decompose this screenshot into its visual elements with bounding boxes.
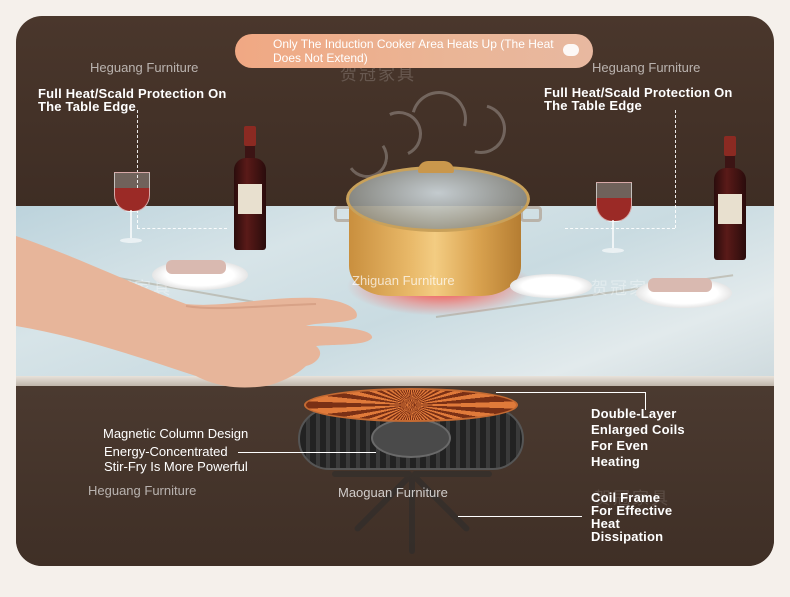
label-line: For Even: [591, 438, 649, 453]
watermark-bottom-center: Maoguan Furniture: [338, 485, 448, 500]
left-edge-label: Full Heat/Scald Protection On The Table …: [38, 87, 227, 113]
label-line: For Effective: [591, 503, 673, 518]
pot-knob: [418, 161, 454, 173]
frame-label: Coil Frame For Effective Heat Dissipatio…: [591, 491, 672, 543]
right-edge-label: Full Heat/Scald Protection On The Table …: [544, 86, 733, 112]
magnetic-column: [371, 418, 451, 458]
label-line: Stir-Fry Is More Powerful: [104, 459, 248, 474]
table-edge: [16, 376, 774, 386]
label-line: Heating: [591, 454, 641, 469]
label-line: Energy-Concentrated: [104, 444, 228, 459]
callout-line: [238, 452, 376, 453]
food: [648, 278, 712, 292]
hand: [16, 236, 373, 388]
callout-line: [137, 228, 227, 229]
pot-lid: [346, 166, 530, 232]
cloud-icon: [563, 44, 579, 56]
label-line: Dissipation: [591, 529, 664, 544]
label-line: Heat: [591, 516, 620, 531]
callout-line: [496, 392, 646, 393]
banner-text: Only The Induction Cooker Area Heats Up …: [273, 37, 554, 65]
magnetic-label: Magnetic Column Design: [103, 426, 249, 441]
wine-bottle: [714, 136, 746, 260]
label-line: The Table Edge: [544, 98, 642, 113]
cjk-watermark: 贺冠家具: [594, 489, 670, 508]
product-card: 贺冠家具 贺冠家具 贺冠家具 贺冠家具 Only The Induction C…: [16, 16, 774, 566]
watermark-center: Zhiguan Furniture: [352, 273, 455, 288]
coils-label: Double-Layer Enlarged Coils For Even Hea…: [591, 406, 685, 470]
callout-line: [565, 228, 675, 229]
label-line: Double-Layer: [591, 406, 677, 421]
callout-line: [458, 516, 582, 517]
coil-frame: [316, 464, 506, 554]
copper-coil: [304, 388, 518, 422]
callout-line: [675, 110, 676, 228]
pot-handle: [520, 206, 542, 222]
heat-banner: Only The Induction Cooker Area Heats Up …: [235, 34, 593, 68]
label-line: Full Heat/Scald Protection On: [544, 85, 733, 100]
wine-glass: [596, 182, 632, 258]
food: [166, 260, 226, 274]
wine-bottle: [234, 126, 266, 250]
cjk-watermark: 贺冠家具: [340, 65, 416, 84]
callout-line: [137, 110, 138, 228]
watermark-top-right: Heguang Furniture: [592, 60, 701, 75]
callout-line: [645, 392, 646, 410]
wine-glass: [114, 172, 150, 248]
label-line: Enlarged Coils: [591, 422, 685, 437]
label-line: Full Heat/Scald Protection On: [38, 86, 227, 101]
label-line: Coil Frame: [591, 490, 661, 505]
watermark-bottom-left: Heguang Furniture: [88, 483, 197, 498]
label-line: The Table Edge: [38, 99, 136, 114]
plate: [510, 274, 592, 298]
energy-label: Energy-Concentrated Stir-Fry Is More Pow…: [104, 444, 248, 474]
watermark-top-left: Heguang Furniture: [90, 60, 199, 75]
